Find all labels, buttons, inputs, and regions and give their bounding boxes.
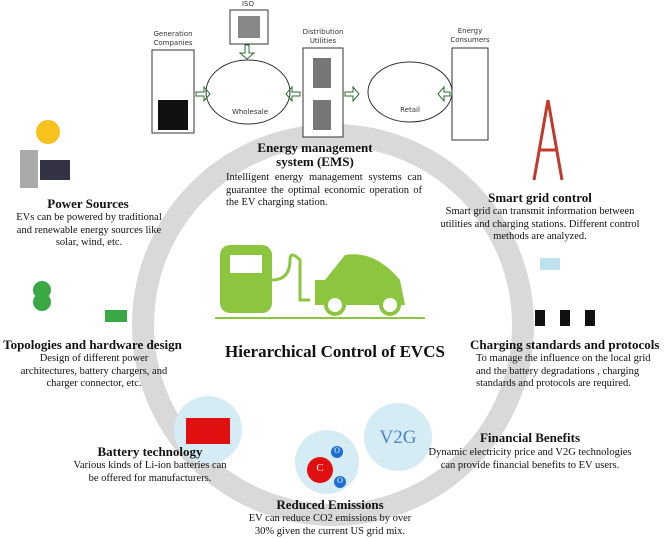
iso-label: ISO [241,0,255,8]
wholesale-label: Wholesale [231,108,269,116]
flow-arrows [195,44,451,103]
smart-body: Smart grid can transmit information betw… [440,206,640,242]
battery-title: Battery technology [97,444,203,459]
financial-body: Dynamic electricity price and V2G techno… [428,447,632,471]
battery-icon [186,418,230,444]
power-title: Power Sources [47,196,129,211]
ems-title: Energy management system (EMS) [257,140,373,169]
carbon-label: C [316,462,324,474]
power-plant-icon [20,150,38,188]
car-icon [315,254,405,305]
cable-icon [271,253,310,302]
consumers-box [451,47,489,141]
battery-body: Various kinds of Li-ion batteries can be… [73,460,227,484]
factory-icon [158,100,188,130]
charger-pump-icon [585,310,595,326]
center-title: Hierarchical Control of EVCS [225,342,445,361]
carbon-atom [307,457,333,483]
charging-body: To manage the influence on the local gri… [476,353,651,389]
oxygen-label: O [337,476,343,485]
ems-body: Intelligent energy management systems ca… [226,172,422,208]
emissions-title: Reduced Emissions [276,497,384,512]
charger-pump-icon [560,310,570,326]
smart-title: Smart grid control [488,190,592,205]
solar-panel-icon [40,160,70,180]
distribution-label: Distribution Utilities [302,28,344,45]
topo-title: Topologies and hardware design [3,337,182,352]
retail-label: Retail [400,106,420,114]
power-body: EVs can be powered by traditional and re… [16,212,162,248]
sun-icon [36,120,60,144]
iso-building-icon [238,16,260,38]
tower-icon [532,99,564,181]
charging-title: Charging standards and protocols [470,337,660,352]
retail-cloud [367,61,453,123]
consumers-label: Energy Consumers [450,27,490,44]
v2g-circle [364,403,432,471]
emissions-body: EV can reduce CO2 emissions by over 30% … [248,513,412,537]
oxygen-atom [331,446,343,458]
wholesale-cloud [205,59,291,125]
v2g-label: V2G [379,427,417,448]
topo-body: Design of different power architectures,… [20,353,168,389]
generation-label: Generation Companies [153,30,193,47]
oxygen-label: O [334,446,340,455]
server-icon [540,258,560,270]
oxygen-atom [334,476,346,488]
building-icon [313,58,331,88]
financial-title: Financial Benefits [479,430,581,445]
building-icon [313,100,331,130]
charger-pump-icon [535,310,545,326]
